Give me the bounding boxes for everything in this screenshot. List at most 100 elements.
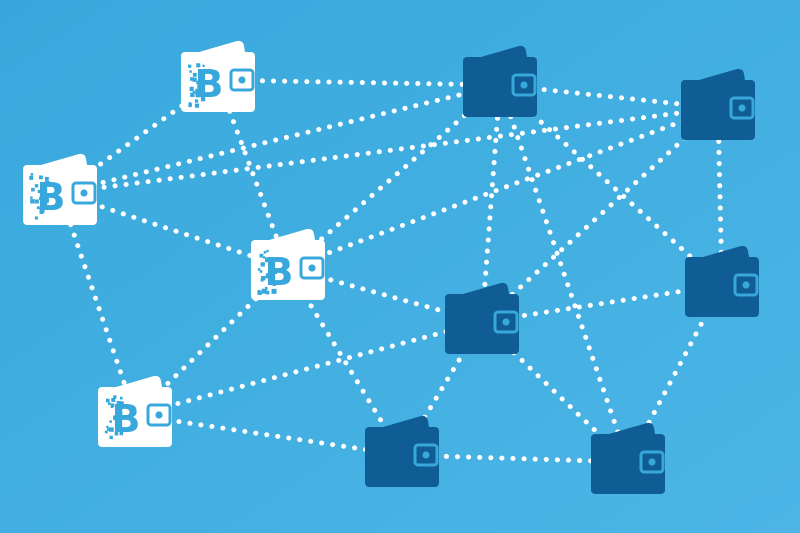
pixel-dot: [34, 184, 39, 188]
bitcoin-glyph: B: [265, 250, 294, 294]
wallet-flap: [41, 153, 87, 165]
connection-links: [57, 77, 725, 465]
wallet-body: [463, 57, 537, 117]
wallet-icon: [685, 245, 759, 317]
pixel-dot: [192, 77, 197, 82]
pixel-dot: [266, 249, 269, 253]
pixel-dot: [194, 103, 200, 108]
pixel-dot: [116, 401, 122, 406]
wallet-clasp-button: [80, 189, 88, 197]
pixel-dot: [116, 419, 121, 423]
pixel-dot: [272, 269, 278, 275]
wallet-icon: [463, 45, 537, 117]
pixel-dot: [195, 93, 200, 98]
pixel-dot: [119, 396, 123, 400]
connection-dots-w4-w9: [132, 412, 405, 458]
pixel-dot: [188, 102, 192, 105]
pixel-dot: [110, 405, 114, 409]
wallet-clasp-button: [308, 264, 316, 272]
wallet-body: [685, 257, 759, 317]
pixel-dot: [263, 256, 266, 259]
pixel-dot: [192, 90, 196, 94]
connection-dots-w5-w8: [479, 82, 503, 325]
wallet-clasp-button: [422, 451, 430, 459]
wallet-body: [251, 240, 325, 300]
wallet-flap: [383, 415, 429, 427]
wallet-flap: [199, 40, 245, 52]
pixel-dot: [264, 257, 270, 263]
pixel-dot: [265, 286, 268, 290]
bitcoin-glyph: B: [195, 62, 224, 106]
connection-dots-w2-w5: [57, 82, 503, 196]
connection-dots-w2-w6: [57, 105, 721, 196]
wallet-clasp-button: [742, 281, 750, 289]
pixel-dot: [42, 196, 47, 201]
pixel-dot: [269, 270, 273, 274]
pixel-dot: [44, 181, 50, 186]
wallet-clasp-button: [502, 318, 510, 326]
pixel-dot: [107, 427, 111, 432]
pixel-dot: [202, 90, 206, 94]
pixel-dot: [104, 430, 108, 434]
pixel-dot: [192, 72, 197, 77]
pixel-dot: [119, 431, 124, 436]
wallet-flap: [609, 422, 655, 434]
wallet-clasp-button: [238, 76, 246, 84]
connection-dots-w8-w9: [399, 319, 485, 458]
pixel-dot: [30, 173, 34, 176]
pixel-dot: [188, 103, 192, 108]
pixel-dot: [202, 64, 205, 67]
wallet-flap: [703, 245, 749, 257]
wallet-clasp: [299, 256, 325, 280]
pixel-dot: [257, 289, 260, 292]
wallet-clasp-button: [738, 104, 746, 112]
connection-dots-w9-w10: [399, 452, 631, 465]
pixel-dot: [271, 288, 277, 294]
pixel-dot: [269, 272, 273, 277]
bitcoin-wallet-icon: B: [181, 40, 255, 112]
pixel-dot: [194, 99, 199, 103]
pixel-dot: [189, 70, 192, 73]
wallet-clasp-button: [155, 411, 163, 419]
pixel-dot: [39, 208, 45, 214]
pixel-dot: [257, 268, 261, 271]
wallet-nodes: B B B B: [23, 40, 759, 494]
pixel-dot: [39, 183, 44, 187]
wallet-clasp: [146, 403, 172, 427]
wallet-clasp: [413, 443, 439, 467]
bitcoin-wallet-icon: B: [98, 375, 172, 447]
wallet-clasp: [511, 73, 537, 97]
pixel-dot: [106, 425, 109, 429]
pixel-dot: [39, 196, 43, 201]
pixel-dot: [30, 196, 33, 199]
pixel-dot: [265, 290, 270, 295]
pixel-dot: [259, 270, 263, 273]
wallet-flap: [116, 375, 162, 387]
pixel-dot: [257, 290, 262, 295]
pixel-dot: [189, 86, 194, 92]
pixel-dot: [196, 89, 201, 95]
connection-dots-w3-w6: [285, 105, 721, 271]
connection-dots-w6-w8: [479, 105, 721, 325]
pixel-dot: [260, 278, 264, 282]
wallet-clasp: [733, 273, 759, 297]
connection-dots-w1-w5: [215, 77, 503, 88]
wallet-flap: [269, 228, 315, 240]
wallet-icon: [681, 68, 755, 140]
pixel-dot: [196, 63, 201, 68]
pixel-dot: [109, 420, 112, 423]
bitcoin-glyph: B: [37, 175, 66, 219]
pixel-scatter: [29, 173, 50, 220]
pixel-dot: [200, 96, 206, 102]
wallet-clasp: [639, 450, 665, 474]
connection-dots-w3-w9: [285, 265, 405, 458]
pixel-dot: [261, 288, 267, 294]
pixel-dot: [44, 198, 49, 203]
wallet-flap: [481, 45, 527, 57]
wallet-clasp-button: [648, 458, 656, 466]
wallet-clasp: [71, 181, 97, 205]
pixel-dot: [119, 411, 123, 415]
wallet-body: [365, 427, 439, 487]
